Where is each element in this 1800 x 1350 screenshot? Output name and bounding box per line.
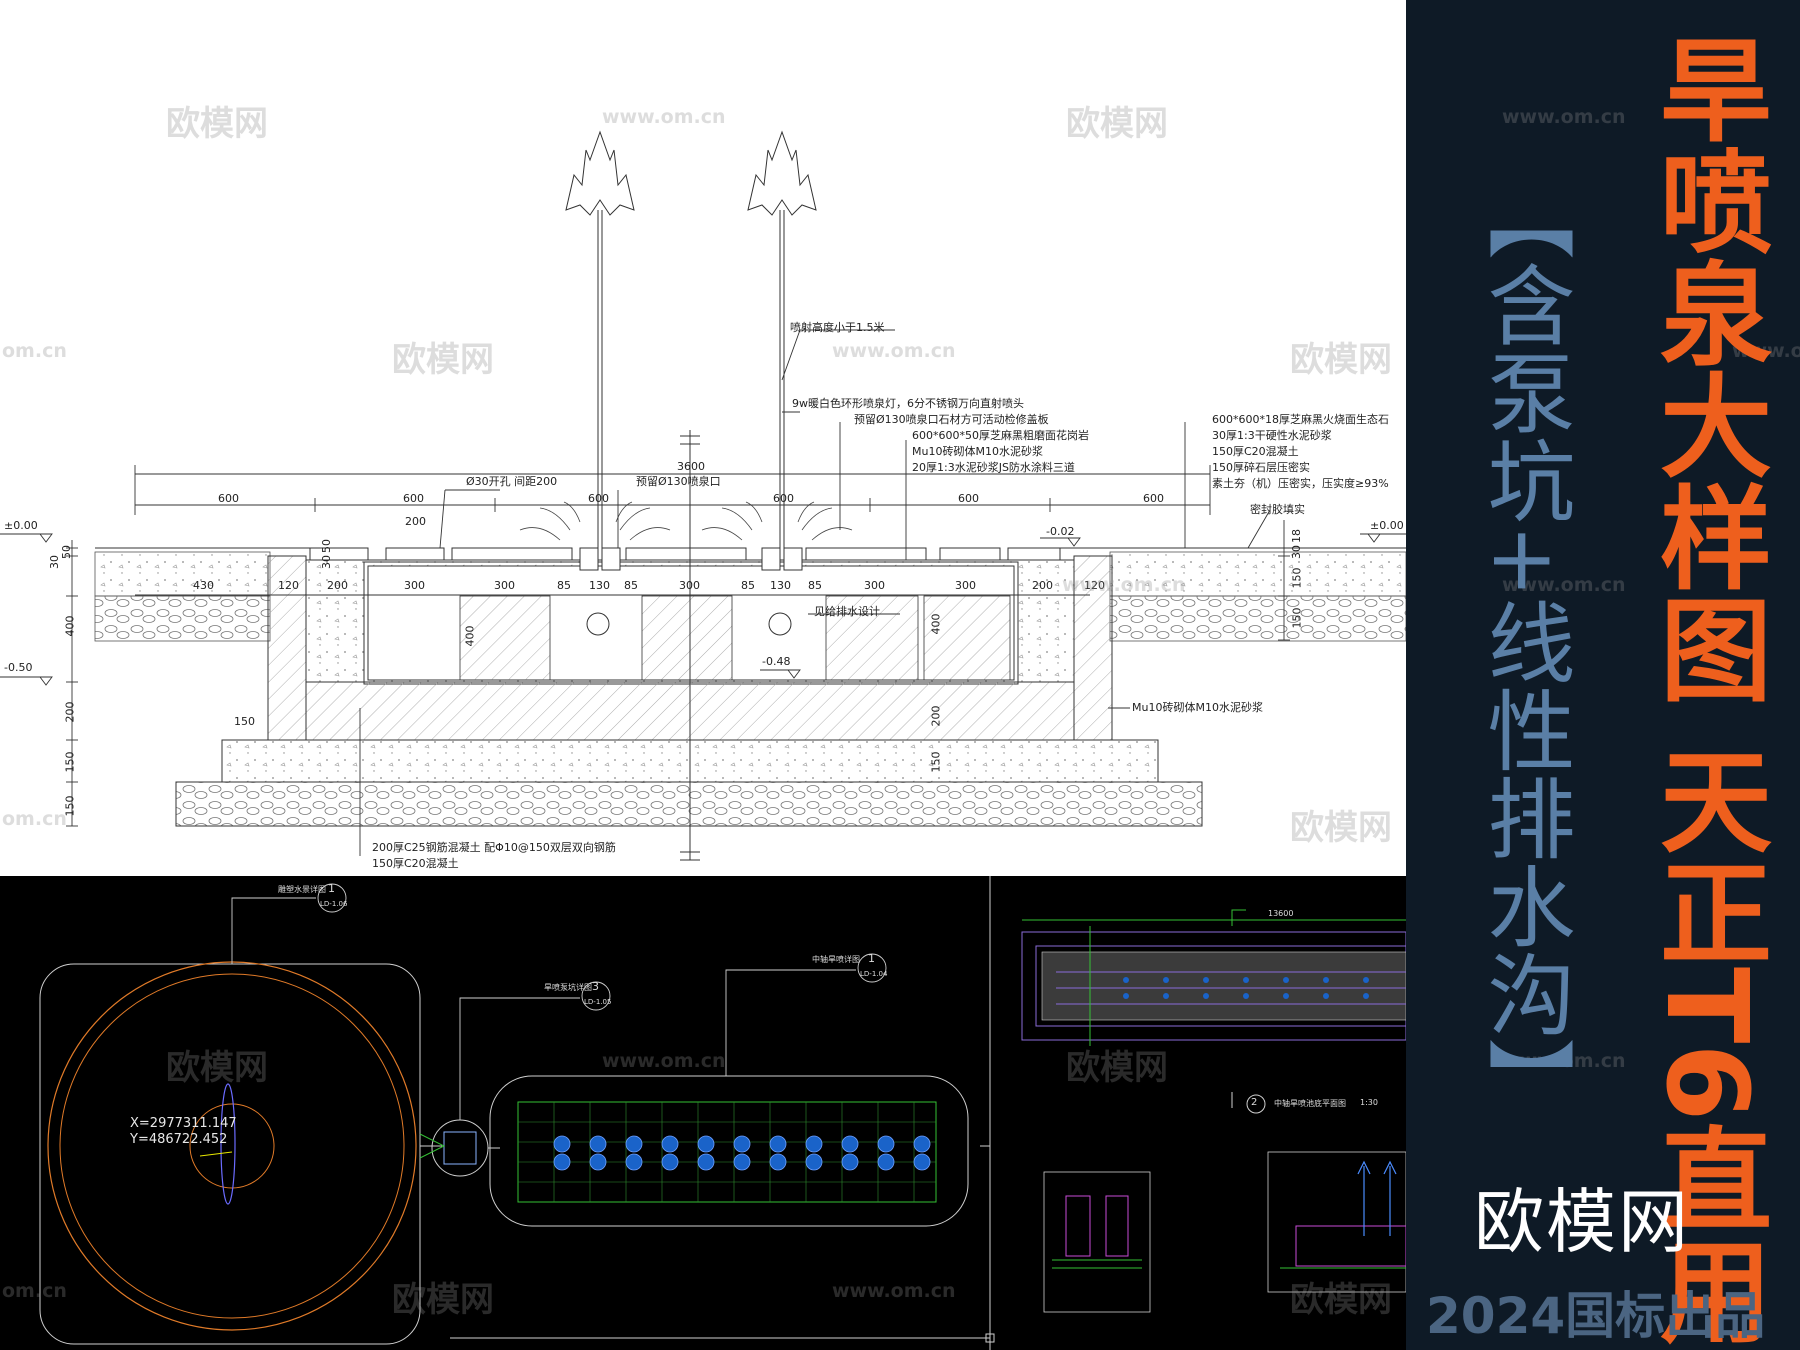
level-pit-bottom: -0.48 (762, 655, 791, 668)
top-dim: 13600 (1268, 909, 1294, 918)
note-c20-base: 150厚C20混凝土 (372, 857, 459, 870)
banner-subtitle: 【含泵坑+线性排水沟】 (1473, 172, 1576, 1126)
sub-plan-num: 2 (1251, 1097, 1258, 1108)
title-banner: www.om.cn www.om.cn www.om.cn www.om.cn (1406, 0, 1800, 1350)
inner-small-b: 50 (320, 539, 333, 553)
note-brick: Mu10砖砌体M10水泥砂浆 (912, 445, 1043, 458)
sub-dim-11: 130 (770, 579, 791, 592)
left-dim-6: 150 (63, 795, 77, 817)
left-dim-4: 200 (63, 701, 77, 723)
tag-mid-label: 旱喷泵坑详图 (544, 983, 592, 992)
sub-dim-12: 85 (808, 579, 822, 592)
fountain-section-drawing: 3600 600 600 600 600 600 600 430 120 200… (0, 0, 1406, 876)
note-mortar: 30厚1:3干硬性水泥砂浆 (1212, 429, 1332, 442)
note-soil: 素土夯（机）压密实，压实度≥93% (1212, 477, 1389, 490)
inner-base-right: 150 (929, 751, 943, 773)
splash-left (519, 501, 671, 541)
sub-dim-8: 85 (624, 579, 638, 592)
left-dim-3: 400 (63, 615, 77, 637)
inner-found-right: 200 (929, 705, 943, 727)
left-dim-5: 150 (63, 751, 77, 773)
sub-dim-4: 300 (404, 579, 425, 592)
fountain-plan-drawing: X=2977311.147 Y=486722.452 雕塑水景详图 1 LD-1… (0, 876, 1406, 1350)
inner-small-c: 30 (320, 555, 333, 569)
right-dim-1: 18 (1290, 529, 1303, 543)
inner-wall-left: 400 (463, 625, 477, 647)
tag-right-ref: LD-1.04 (860, 970, 888, 978)
note-eco-stone: 600*600*18厚芝麻黑火烧面生态石 (1212, 413, 1389, 426)
tag-right-num: 1 (868, 952, 875, 965)
year-tag: 2024国标出品 (1426, 1287, 1766, 1345)
right-dim-2: 30 (1290, 545, 1303, 559)
sub-dim-3: 200 (327, 579, 348, 592)
span-2: 600 (403, 492, 424, 505)
sub-dim-7: 130 (589, 579, 610, 592)
level-ground-right: ±0.00 (1370, 519, 1404, 532)
note-waterproof: 20厚1:3水泥砂浆JS防水涂料三道 (912, 461, 1075, 474)
sub-dim-14: 300 (955, 579, 976, 592)
plan-annotations: X=2977311.147 Y=486722.452 雕塑水景详图 1 LD-1… (0, 876, 1406, 1350)
sub-dim-1: 430 (193, 579, 214, 592)
span-6: 600 (1143, 492, 1164, 505)
right-dim-3: 150 (1290, 567, 1304, 589)
sub-dim-10: 85 (741, 579, 755, 592)
fountain-jet-right (747, 130, 817, 560)
sub-dim-16: 120 (1084, 579, 1105, 592)
coord-y: Y=486722.452 (130, 1132, 228, 1147)
sub-plan-title: 中轴旱喷池底平面图 (1274, 1099, 1346, 1108)
note-spray-height: 喷射高度小于1.5米 (790, 321, 885, 334)
span-5: 600 (958, 492, 979, 505)
tag-mid-num: 3 (592, 980, 599, 993)
inner-small-a: 200 (405, 515, 426, 528)
level-ground-left: ±0.00 (4, 519, 38, 532)
sub-dim-15: 200 (1032, 579, 1053, 592)
note-drain: 见给排水设计 (814, 605, 880, 618)
tag-left-num: 1 (328, 882, 335, 895)
level-slab: -0.02 (1046, 525, 1075, 538)
sub-dim-2: 120 (278, 579, 299, 592)
coord-x: X=2977311.147 (130, 1116, 237, 1131)
sub-dim-6: 85 (557, 579, 571, 592)
level-pit-left: -0.50 (4, 661, 33, 674)
note-wall: Mu10砖砌体M10水泥砂浆 (1132, 701, 1263, 714)
total-span-label: 3600 (677, 460, 705, 473)
splash-right (701, 501, 853, 541)
section-svg (0, 130, 1406, 861)
fountain-jet-left (565, 130, 635, 560)
note-gravel: 150厚碎石层压密实 (1212, 461, 1310, 474)
note-lamp: 9w暖白色环形喷泉灯，6分不锈钢万向直射喷头 (792, 397, 1024, 410)
note-cover: 预留Ø130喷泉口石材方可活动检修盖板 (854, 413, 1049, 426)
span-3: 600 (588, 492, 609, 505)
note-hole: Ø30开孔 间距200 (466, 475, 558, 488)
note-reserved: 预留Ø130喷泉口 (636, 475, 721, 488)
plan-svg (39, 876, 1406, 1350)
sub-dim-13: 300 (864, 579, 885, 592)
sub-dim-5: 300 (494, 579, 515, 592)
note-seal: 密封胶填实 (1250, 503, 1305, 516)
span-1: 600 (218, 492, 239, 505)
tag-right-label: 中轴旱喷详图 (812, 955, 860, 964)
tag-left-label: 雕塑水景详图 (278, 885, 326, 894)
banner-title: 旱喷泉大样图 天正T6直用 (1641, 32, 1771, 1346)
inner-wall-right: 400 (929, 613, 943, 635)
tag-left-ref: LD-1.06 (320, 900, 348, 908)
tag-mid-ref: LD-1.05 (584, 998, 612, 1006)
sub-dim-9: 300 (679, 579, 700, 592)
note-granite: 600*600*50厚芝麻黑粗磨面花岗岩 (912, 429, 1089, 442)
watermark-url: www.om.cn (1502, 106, 1626, 128)
section-annotations: 3600 600 600 600 600 600 600 430 120 200… (4, 321, 1404, 870)
left-dim-2: 50 (60, 545, 73, 559)
sub-plan-scale: 1:30 (1360, 1098, 1378, 1107)
right-dim-4: 150 (1290, 607, 1304, 629)
note-c20: 150厚C20混凝土 (1212, 445, 1299, 458)
inner-found-left: 150 (234, 715, 255, 728)
brand-logo-text: 欧模网 (1474, 1181, 1690, 1263)
note-rc-slab: 200厚C25钢筋混凝土 配Φ10@150双层双向钢筋 (372, 841, 616, 854)
span-4: 600 (773, 492, 794, 505)
